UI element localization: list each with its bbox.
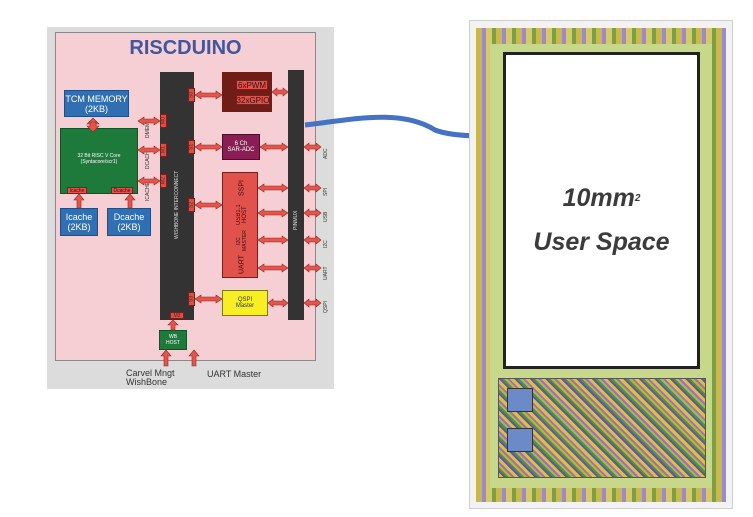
qspi-label: QSPI xyxy=(237,297,253,303)
port-s2: S2 xyxy=(188,198,195,212)
qspi-sublabel: Master xyxy=(235,303,255,309)
port-m2: M2 xyxy=(160,174,167,188)
dcache-block: Dcache (2KB) xyxy=(107,208,151,236)
bus-label-icache: ICACHE xyxy=(145,182,151,202)
user-space-area xyxy=(503,52,700,369)
pinmux-bar xyxy=(288,70,304,320)
core-icache-port: Icache xyxy=(67,187,87,194)
port-m3: M3 xyxy=(170,312,184,319)
side-label-i2c: I2C xyxy=(323,240,329,248)
chip-memory-macro-1 xyxy=(507,388,533,412)
uart-master-label: UART Master xyxy=(207,369,262,379)
icache-label: Icache xyxy=(65,212,93,222)
carvel-mngt-line2: WishBone xyxy=(126,377,168,387)
dcache-size: (2KB) xyxy=(117,222,141,232)
usb-label: USB1.1 HOST xyxy=(236,204,248,226)
user-space-size-value: 10mm xyxy=(562,183,635,212)
bus-label-dcache: DCACHE xyxy=(145,147,151,169)
core-dcache-port: Dcache xyxy=(111,187,133,194)
side-label-uart: UART xyxy=(323,266,329,280)
gpio-pwm-block xyxy=(222,72,272,112)
adc-channels: 6 Ch xyxy=(234,141,248,147)
pwm-label: 6xPWM xyxy=(236,80,268,90)
sar-adc-block: 6 Ch SAR-ADC xyxy=(222,134,260,160)
icache-size: (2KB) xyxy=(67,222,91,232)
i2c-label: I2C MASTER xyxy=(236,230,248,252)
risc-v-core-block: 32 Bit RISC V Core (Syntacore/scr1) Icac… xyxy=(60,128,138,194)
carvel-mngt-label: Carvel Mngt WishBone xyxy=(126,369,206,389)
side-label-spi: SPI xyxy=(323,187,329,197)
port-s0: S0 xyxy=(188,88,195,102)
adc-label: SAR-ADC xyxy=(227,147,255,153)
port-s3: S3 xyxy=(188,292,195,306)
wishbone-interconnect-label: WISHBONE INTERCONNECT xyxy=(174,170,180,240)
user-space-label: User Space xyxy=(533,227,670,256)
sspi-label: SSPI xyxy=(238,180,246,196)
carvel-mngt-line1: Carvel Mngt xyxy=(126,368,175,378)
port-m0: M0 xyxy=(160,114,167,128)
wb-host-label: WB xyxy=(168,334,178,340)
qspi-master-block: QSPI Master xyxy=(222,290,268,316)
core-sublabel: (Syntacore/scr1) xyxy=(80,159,118,165)
chip-memory-macro-2 xyxy=(507,428,533,452)
core-label: 32 Bit RISC V Core xyxy=(77,153,121,159)
dcache-label: Dcache xyxy=(113,212,145,222)
port-m1: M1 xyxy=(160,143,167,157)
wb-host-sublabel: HOST xyxy=(166,340,180,346)
wb-host-block: WB HOST xyxy=(159,330,187,350)
bus-label-dmem: DMEM xyxy=(145,122,151,138)
uart-label: UART xyxy=(238,255,246,275)
side-label-usb: USB xyxy=(323,211,329,223)
gpio-label: 32xGPIO xyxy=(236,95,270,105)
tcm-memory-label: TCM MEMORY xyxy=(65,93,128,104)
port-s1: S1 xyxy=(188,140,195,154)
serial-peripherals-group xyxy=(222,172,258,278)
side-label-qspi: QSPI xyxy=(323,301,329,313)
tcm-memory-size: (2KB) xyxy=(84,103,108,114)
diagram-title: RISCDUINO xyxy=(129,36,242,59)
side-label-adc: ADC xyxy=(323,148,329,160)
user-space-size-exponent: 2 xyxy=(634,192,641,204)
tcm-memory-block: TCM MEMORY (2KB) xyxy=(64,90,129,117)
icache-block: Icache (2KB) xyxy=(60,208,98,236)
wishbone-interconnect xyxy=(160,72,194,320)
pinmux-label: PINMUX xyxy=(293,210,299,230)
